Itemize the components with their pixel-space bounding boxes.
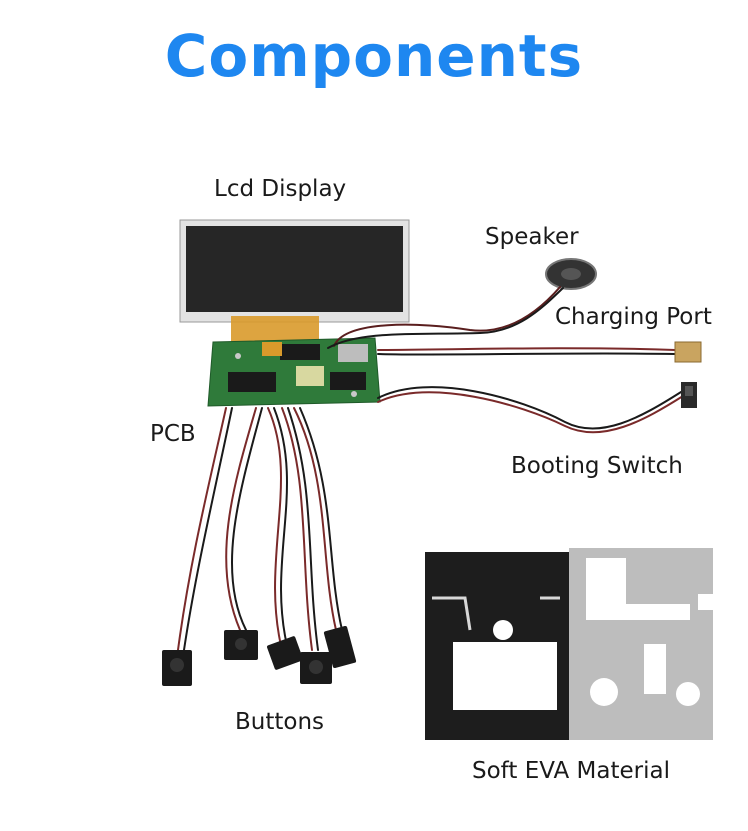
label-pcb: PCB bbox=[150, 421, 196, 447]
label-buttons: Buttons bbox=[235, 709, 325, 735]
pcb-image bbox=[207, 337, 381, 407]
eva-material-image bbox=[425, 548, 713, 740]
label-soft-eva-material: Soft EVA Material bbox=[472, 758, 670, 784]
label-charging-port: Charging Port bbox=[555, 304, 712, 330]
label-speaker: Speaker bbox=[485, 224, 579, 250]
speaker-image bbox=[545, 258, 597, 290]
charging-port-image bbox=[674, 341, 702, 363]
wires bbox=[177, 286, 684, 651]
page-title: Components bbox=[164, 22, 584, 90]
label-booting-switch: Booting Switch bbox=[511, 453, 683, 479]
buttons-image bbox=[162, 625, 357, 686]
booting-switch-image bbox=[681, 382, 697, 408]
label-lcd-display: Lcd Display bbox=[214, 176, 347, 202]
lcd-display-image bbox=[179, 219, 410, 348]
